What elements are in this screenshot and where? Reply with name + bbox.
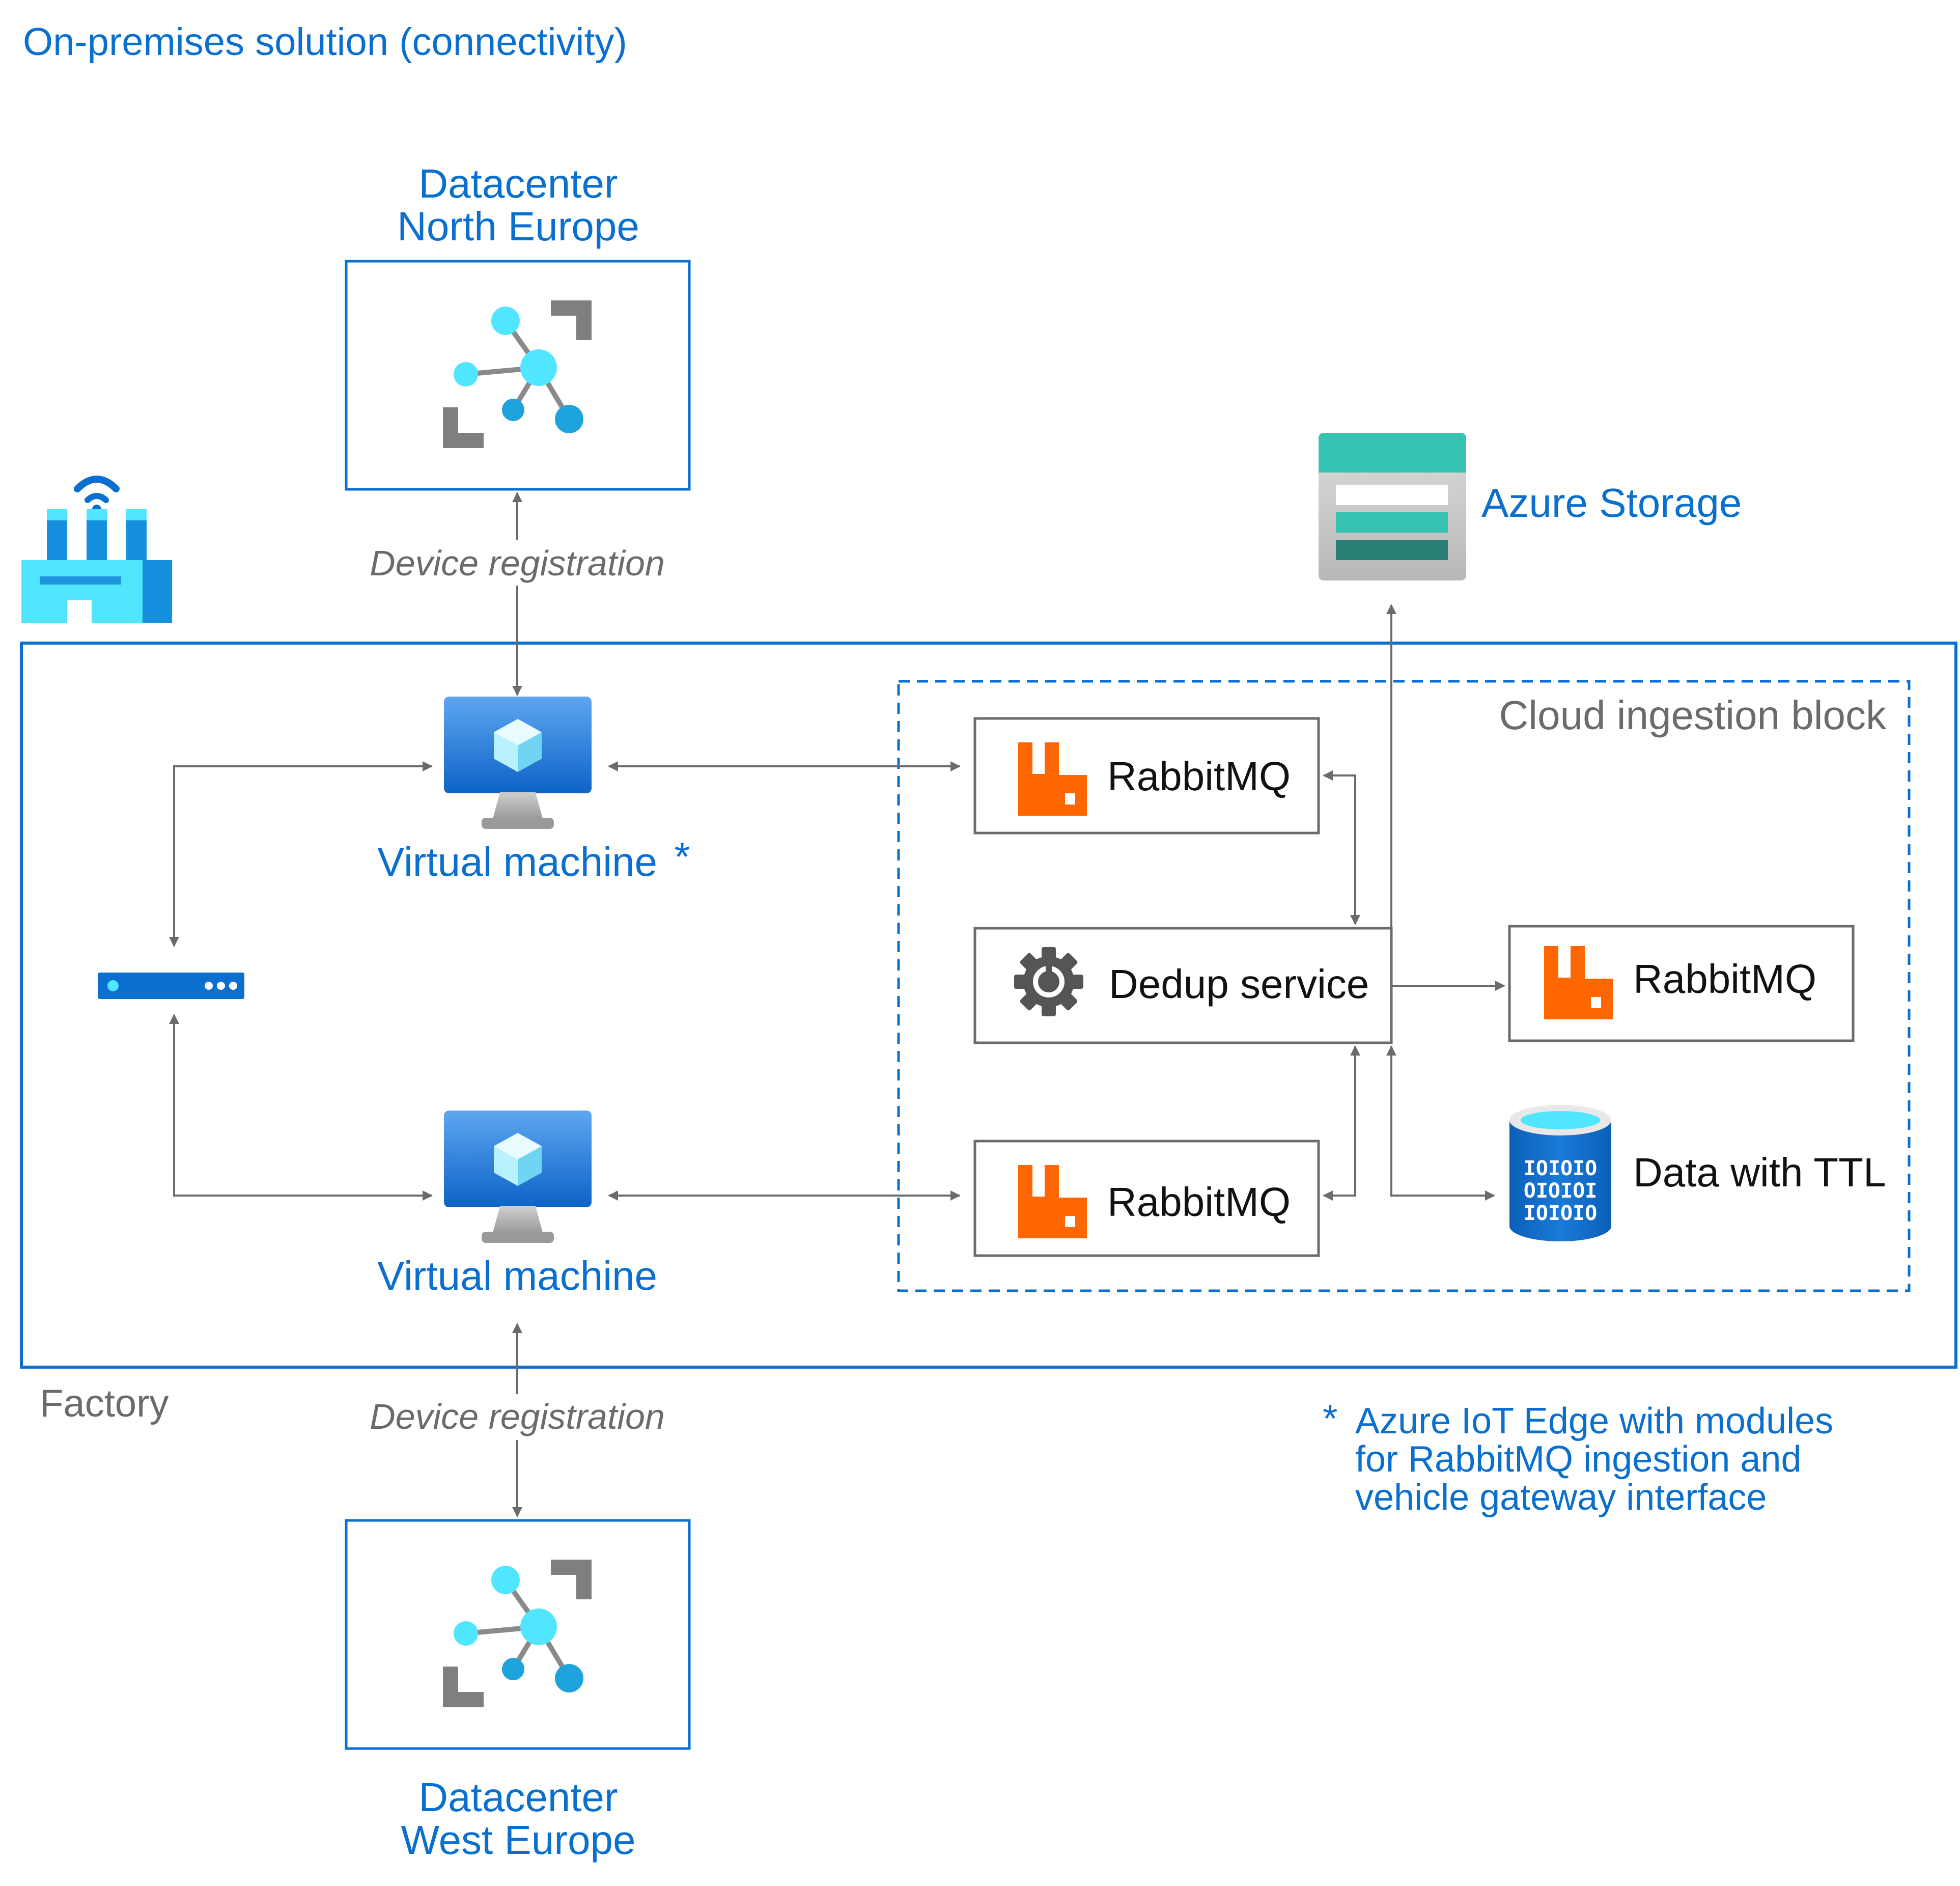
- rabbitmq-label-bottom: RabbitMQ: [1107, 1179, 1291, 1225]
- datacenter-west-title-line2: West Europe: [401, 1817, 636, 1863]
- rabbitmq-icon: [1544, 946, 1613, 1019]
- network-switch-icon[interactable]: [98, 973, 244, 999]
- vm-bottom-label: Virtual machine: [377, 1253, 657, 1298]
- datacenter-west-box[interactable]: [345, 1519, 691, 1750]
- datacenter-north-title-line2: North Europe: [397, 204, 639, 249]
- rabbitmq-label-right: RabbitMQ: [1633, 956, 1816, 1002]
- binary-row-2: OIOIOI: [1524, 1179, 1598, 1203]
- datacenter-north-title-line1: Datacenter: [418, 161, 618, 206]
- factory-label: Factory: [40, 1382, 169, 1425]
- gear-icon: [1014, 947, 1083, 1016]
- binary-row-3: IOIOIO: [1524, 1202, 1598, 1225]
- dedup-service-label: Dedup service: [1109, 961, 1369, 1007]
- vm-top-label: Virtual machine: [377, 839, 657, 884]
- footnote-line1: Azure IoT Edge with modules: [1355, 1401, 1833, 1441]
- binary-row-1: IOIOIO: [1524, 1157, 1598, 1180]
- factory-icon: [21, 476, 172, 623]
- azure-storage-label: Azure Storage: [1481, 480, 1742, 525]
- virtual-machine-icon[interactable]: [444, 1111, 592, 1243]
- connector-switch-vm-top: [169, 761, 433, 947]
- rabbitmq-icon: [1018, 742, 1087, 816]
- connector-rabbitmq-top-dedup: [1323, 770, 1360, 925]
- footnote-line3: vehicle gateway interface: [1355, 1477, 1767, 1518]
- azure-storage-icon[interactable]: [1319, 433, 1466, 580]
- factory-boundary: [20, 642, 1957, 1369]
- rabbitmq-icon: [1018, 1165, 1087, 1238]
- connector-rabbitmq-bottom-dedup: [1323, 1045, 1360, 1201]
- footnote-asterisk: *: [1323, 1397, 1338, 1440]
- device-registration-label-bottom: Device registration: [370, 1397, 665, 1436]
- datacenter-west-title-line1: Datacenter: [418, 1774, 618, 1820]
- iot-hub-icon: [443, 300, 592, 448]
- vm-top-asterisk: *: [674, 834, 690, 879]
- virtual-machine-icon[interactable]: [444, 697, 592, 829]
- datacenter-north-box[interactable]: [345, 260, 691, 491]
- cloud-ingestion-label: Cloud ingestion block: [1499, 692, 1887, 738]
- device-registration-label-top: Device registration: [370, 543, 665, 583]
- rabbitmq-label-top: RabbitMQ: [1107, 754, 1291, 799]
- connector-switch-vm-bottom: [169, 1014, 433, 1201]
- footnote-line2: for RabbitMQ ingestion and: [1355, 1439, 1801, 1480]
- page-title: On-premises solution (connectivity): [23, 20, 627, 64]
- connector-dedup-database: [1386, 1045, 1495, 1201]
- rabbitmq-box-right[interactable]: [1508, 925, 1855, 1042]
- cloud-ingestion-block: [897, 680, 1911, 1292]
- database-icon[interactable]: IOIOIO OIOIOI IOIOIO: [1509, 1105, 1611, 1241]
- iot-hub-icon: [443, 1560, 592, 1707]
- data-ttl-label: Data with TTL: [1633, 1150, 1886, 1195]
